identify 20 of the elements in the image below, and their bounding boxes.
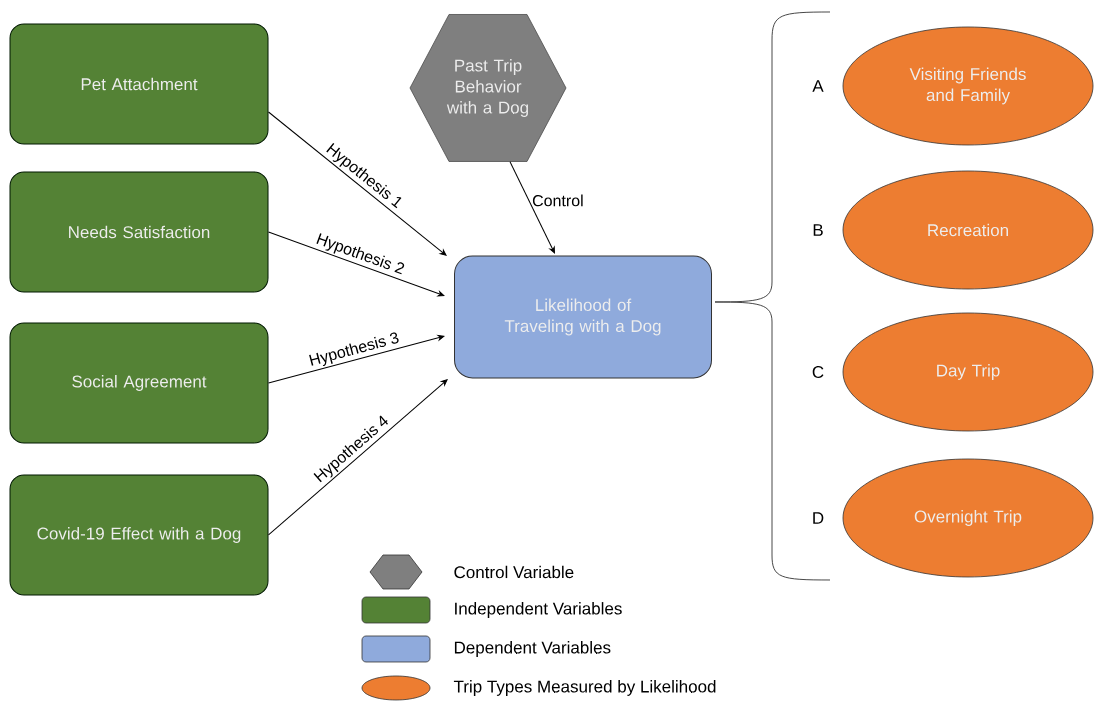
option-letter: B [813,224,823,236]
variable-box: Needs Satisfaction [9,171,269,293]
arrow [268,334,445,384]
variable-box: Pet Attachment [9,23,269,145]
option-letter: D [813,512,824,524]
arrow [268,231,445,297]
arrow [268,379,448,536]
outcome-box: Likelihood of Traveling with a Dog [454,255,712,379]
arrow [509,161,555,254]
variable-box: Covid-19 Effect with a Dog [9,474,269,596]
option-letter: C [812,365,824,378]
edge-label: Control [532,194,583,207]
legend-label: Trip Types Measured by Likelihood [453,680,716,696]
arrow [268,111,447,256]
control-hexagon: Past Trip Behavior with a Dog [409,14,567,162]
legend-label: Dependent Variables [454,641,611,657]
variable-box: Social Agreement [9,322,269,444]
legend-label: Independent Variables [455,602,622,618]
option-letter: A [812,80,824,92]
legend-label: Control Variable [454,565,574,579]
